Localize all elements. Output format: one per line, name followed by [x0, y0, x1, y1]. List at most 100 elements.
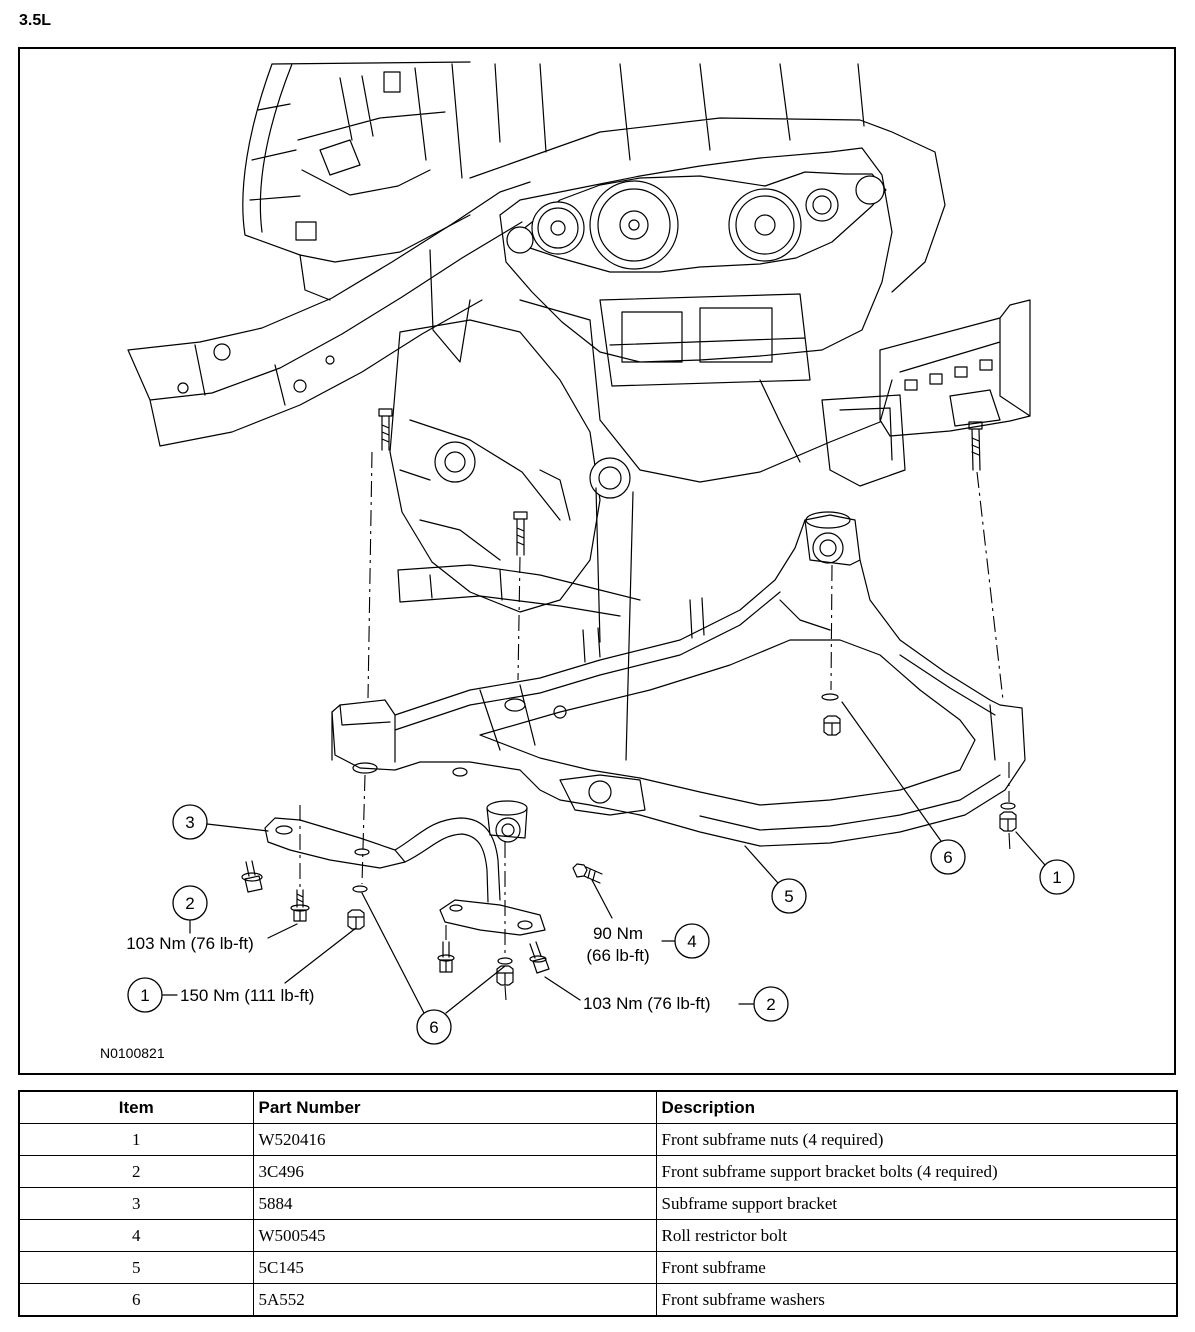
cell-item: 3 — [18, 1187, 254, 1220]
callout-circle — [674, 923, 710, 959]
table-row: 1 W520416 Front subframe nuts (4 require… — [18, 1123, 1178, 1156]
pulley-rim — [805, 188, 839, 222]
subframe-nut — [823, 715, 841, 736]
tensioner-pulley — [506, 175, 885, 254]
header-part-number: Part Number — [252, 1090, 657, 1124]
diagram-frame — [18, 47, 1176, 1075]
subframe-nut — [496, 965, 514, 986]
leader-line — [361, 892, 425, 1014]
pulley-bolt — [628, 219, 640, 231]
subframe-support-brackets — [264, 817, 546, 936]
callout-item-3: 3 — [172, 804, 269, 840]
pulley-rim — [531, 201, 585, 255]
figure-id: N0100821 — [100, 1045, 165, 1061]
transmission-boss-core — [444, 451, 466, 473]
right-rear-mount-top — [805, 511, 851, 529]
callout-item-5: 5 — [744, 845, 807, 914]
callout-number: 5 — [784, 887, 793, 906]
left-frame-rail-lines — [127, 181, 641, 617]
leader-line — [841, 701, 942, 842]
subframe-nut — [347, 909, 365, 930]
assembly-centerlines — [299, 451, 1011, 1001]
leader-line — [206, 823, 269, 832]
engine-mount — [434, 441, 631, 499]
leader-line — [744, 845, 779, 884]
left-rear-mount-bushing — [495, 817, 521, 843]
leader-line — [267, 923, 298, 939]
pulley-hub — [550, 220, 566, 236]
cell-description: Front subframe support bracket bolts (4 … — [655, 1155, 1178, 1188]
cell-item: 2 — [18, 1155, 254, 1188]
right-frame-rail-lines — [879, 299, 1031, 437]
subframe-inner-opening — [479, 639, 976, 806]
idler-pulley-left — [531, 201, 585, 255]
bracket-bolt — [439, 941, 453, 973]
cell-description: Front subframe — [655, 1251, 1178, 1284]
leader-line — [445, 965, 506, 1014]
table-row: 6 5A552 Front subframe washers — [18, 1283, 1178, 1317]
mount-bushing — [589, 457, 631, 499]
exploded-view-drawing: 3 2 103 Nm (76 lb-ft) 1 150 Nm (111 lb-f… — [100, 61, 1075, 1061]
cell-item: 6 — [18, 1283, 254, 1317]
bolt-flange — [529, 955, 547, 963]
callout-circle — [930, 839, 966, 875]
table-row: 3 5884 Subframe support bracket — [18, 1187, 1178, 1220]
table-row: 2 3C496 Front subframe support bracket b… — [18, 1155, 1178, 1188]
engine-assembly — [389, 63, 1031, 613]
callout-number: 2 — [766, 995, 775, 1014]
cell-item: 5 — [18, 1251, 254, 1284]
leader-line — [544, 976, 581, 1001]
cell-part-number: W500545 — [252, 1219, 657, 1252]
accessory-pulley-right — [728, 188, 802, 262]
left-front-mount-bushing — [352, 762, 378, 774]
subframe-washer — [821, 693, 839, 701]
callout-number: 2 — [185, 894, 194, 913]
cell-description: Front subframe washers — [655, 1283, 1178, 1317]
fender-apron-lines — [242, 61, 471, 301]
table-header-row: Item Part Number Description — [18, 1090, 1178, 1124]
callout-item-1-left: 1 150 Nm (111 lb-ft) — [127, 927, 357, 1013]
callout-circle — [127, 977, 163, 1013]
subframe-washer — [352, 885, 368, 893]
callout-item-4: 4 90 Nm (66 lb-ft) — [586, 879, 710, 965]
leader-line — [591, 879, 613, 919]
pulley-groove — [735, 195, 795, 255]
table-row: 5 5C145 Front subframe — [18, 1251, 1178, 1284]
pulley-rim — [589, 180, 679, 270]
callout-item-6-left: 6 — [361, 892, 506, 1045]
bracket-hole — [517, 920, 533, 930]
callout-circle — [753, 986, 789, 1022]
cell-item: 1 — [18, 1123, 254, 1156]
leader-line — [1015, 831, 1046, 866]
roll-restrictor-bracket-hole — [588, 780, 612, 804]
header-description: Description — [655, 1090, 1178, 1124]
engine-block-lines — [469, 63, 946, 521]
transmission-boss — [434, 441, 476, 483]
torque-spec: 103 Nm (76 lb-ft) — [583, 994, 711, 1013]
leader-line — [284, 927, 357, 984]
bracket-bolt — [244, 860, 263, 893]
pulley-groove — [597, 188, 671, 262]
left-rear-mount-core — [501, 823, 515, 837]
rail-hole — [177, 382, 189, 394]
callout-circle — [771, 878, 807, 914]
bracket-hole — [275, 825, 293, 835]
bolt-flange — [437, 954, 455, 962]
callout-item-2-left: 2 103 Nm (76 lb-ft) — [126, 885, 298, 953]
header-item: Item — [18, 1090, 254, 1124]
callout-number: 1 — [140, 986, 149, 1005]
pulley-hub — [619, 210, 649, 240]
bracket-bolt — [529, 941, 550, 974]
bracket-hole — [354, 848, 370, 856]
right-rear-mount-bushing — [812, 532, 844, 564]
bolt-flange — [290, 904, 310, 912]
body-studs — [378, 408, 983, 556]
table-row: 4 W500545 Roll restrictor bolt — [18, 1219, 1178, 1252]
subframe-hole — [553, 705, 567, 719]
callout-circle — [1039, 859, 1075, 895]
pulley-hub — [754, 214, 776, 236]
cell-part-number: 5A552 — [252, 1283, 657, 1317]
torque-spec-nm: 90 Nm — [593, 924, 643, 943]
callout-circle — [416, 1009, 452, 1045]
